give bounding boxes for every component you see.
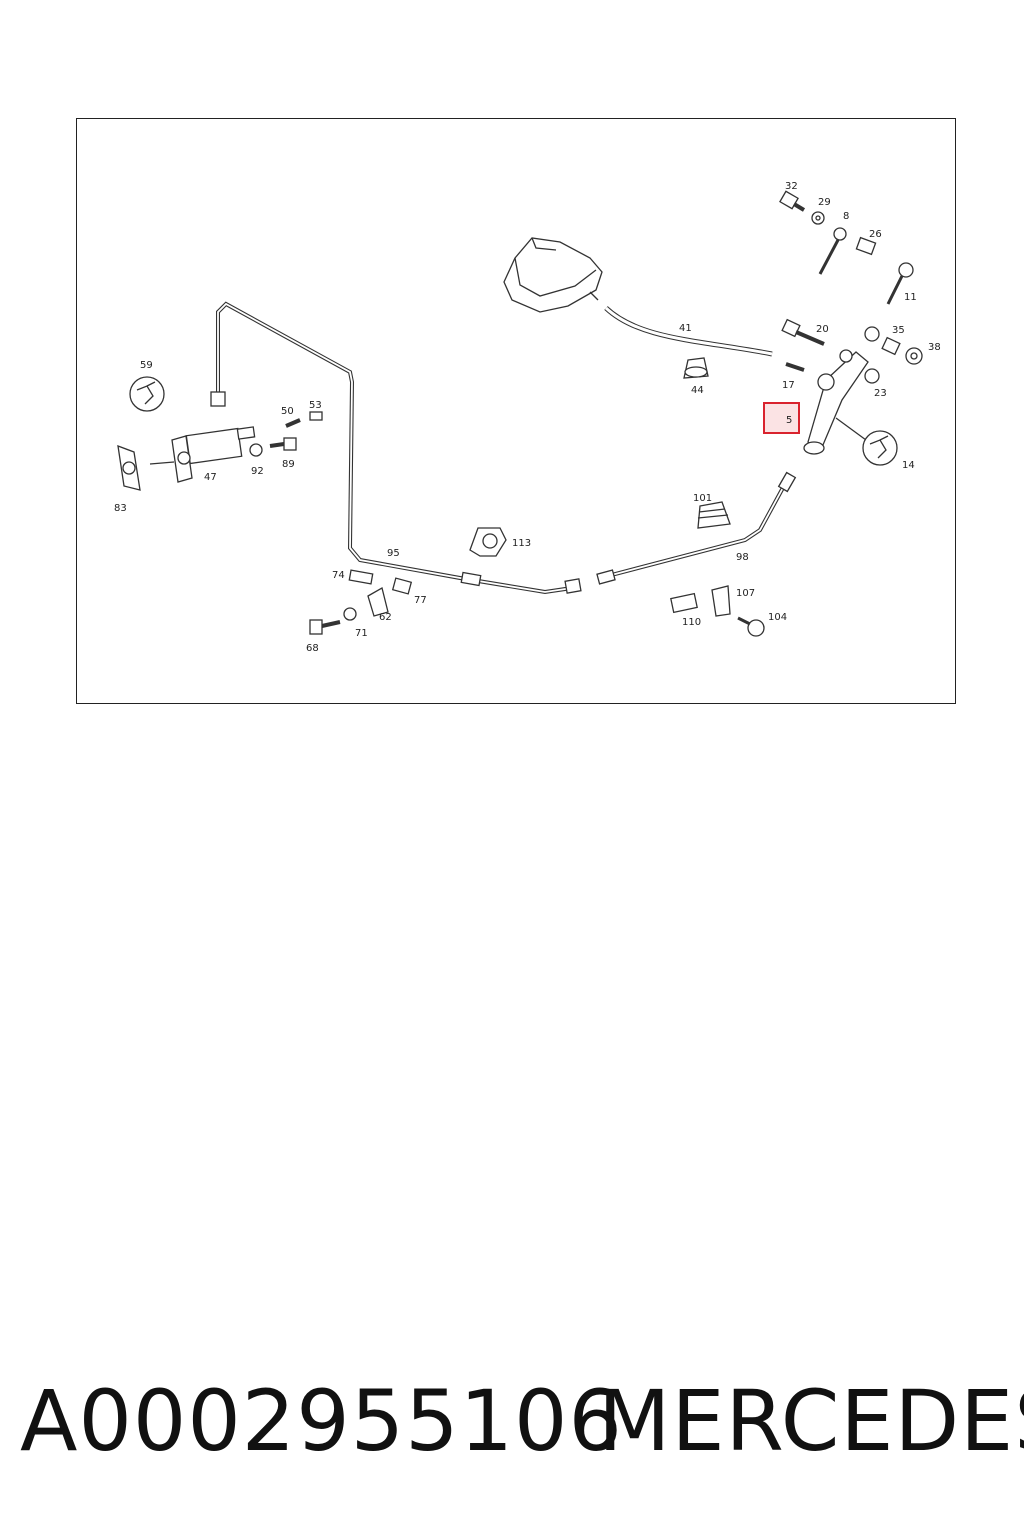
washer-29: [811, 211, 825, 225]
callout-95: 95: [387, 548, 400, 559]
callout-14: 14: [902, 460, 915, 471]
washer-71: [343, 607, 357, 621]
callout-107: 107: [736, 588, 755, 599]
diagram-frame: [76, 118, 956, 704]
bushing-110: [670, 592, 698, 614]
callout-59: 59: [140, 360, 153, 371]
grommet-44: [683, 357, 709, 379]
washer-92: [249, 443, 263, 457]
nut-26: [855, 236, 877, 256]
callout-44: 44: [691, 385, 704, 396]
callout-98: 98: [736, 552, 749, 563]
callout-38: 38: [928, 342, 941, 353]
clip-77: [391, 577, 413, 595]
pin-11: [886, 262, 914, 305]
callout-8: 8: [843, 211, 849, 222]
slave-cylinder: [803, 326, 880, 455]
pipe-fitting: [210, 391, 226, 407]
bolt-89: [269, 437, 297, 451]
bracket-62: [367, 587, 389, 617]
callout-29: 29: [818, 197, 831, 208]
part-number-caption: A0002955106: [20, 1372, 623, 1470]
callout-71: 71: [355, 628, 368, 639]
pipe-union: [460, 571, 482, 587]
callout-20: 20: [816, 324, 829, 335]
callout-50: 50: [281, 406, 294, 417]
callout-32: 32: [785, 181, 798, 192]
callout-113: 113: [512, 538, 531, 549]
callout-89: 89: [282, 459, 295, 470]
nut-38: [905, 347, 923, 365]
fluid-reservoir: [503, 237, 603, 313]
nut-23: [864, 368, 880, 384]
wrench-icon: [129, 376, 165, 412]
callout-110: 110: [682, 617, 701, 628]
callout-41: 41: [679, 323, 692, 334]
callout-92: 92: [251, 466, 264, 477]
callout-47: 47: [204, 472, 217, 483]
bolt-20: [781, 318, 825, 346]
boot-101: [697, 501, 731, 529]
callout-35: 35: [892, 325, 905, 336]
bolt-32: [779, 190, 806, 212]
callout-77: 77: [414, 595, 427, 606]
callout-83: 83: [114, 503, 127, 514]
gasket-83: [117, 445, 141, 491]
brand-caption: MERCEDES: [598, 1372, 1024, 1470]
callout-101: 101: [693, 493, 712, 504]
nut-35: [881, 336, 901, 356]
spring-53: [309, 411, 323, 421]
screw-104: [737, 616, 765, 637]
callout-23: 23: [874, 388, 887, 399]
master-cylinder: [149, 426, 256, 483]
screw-17: [785, 362, 805, 372]
wrench-icon: [862, 430, 898, 466]
bolt-68: [309, 619, 341, 635]
callout-5: 5: [786, 415, 792, 426]
callout-104: 104: [768, 612, 787, 623]
callout-62: 62: [379, 612, 392, 623]
callout-26: 26: [869, 229, 882, 240]
highlight-box: [763, 402, 800, 434]
callout-53: 53: [309, 400, 322, 411]
callout-11: 11: [904, 292, 917, 303]
bushing-74: [348, 569, 374, 585]
spring-50: [285, 418, 301, 428]
pipe-fitting-nut: [564, 578, 582, 594]
bracket-107: [711, 585, 731, 617]
clamp-113: [469, 527, 507, 557]
callout-68: 68: [306, 643, 319, 654]
callout-74: 74: [332, 570, 345, 581]
pushrod-8: [818, 227, 847, 275]
callout-17: 17: [782, 380, 795, 391]
